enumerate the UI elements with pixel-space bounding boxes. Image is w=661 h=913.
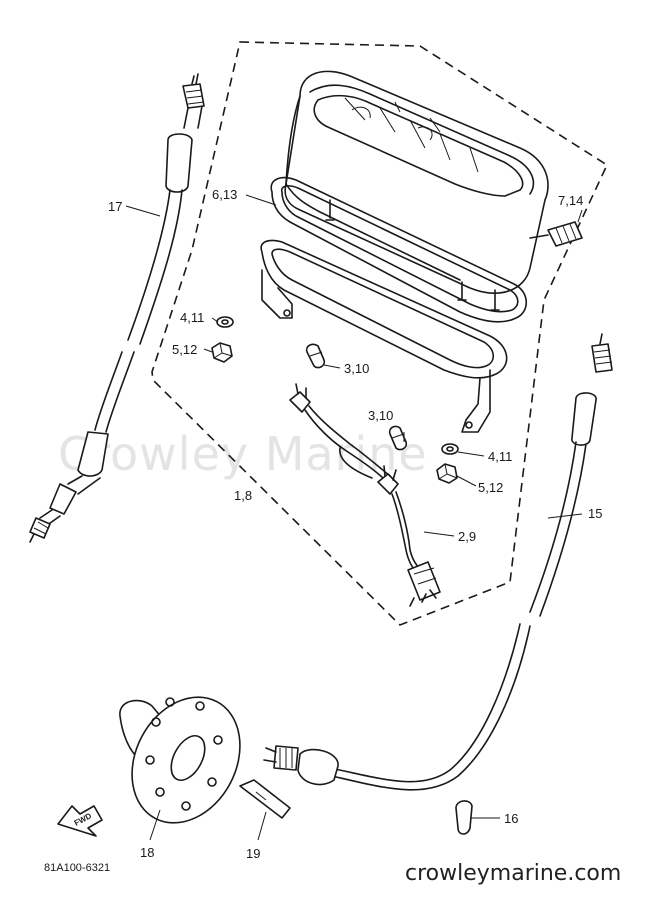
wiring-harness — [289, 383, 441, 607]
callout-7-14: 7,14 — [558, 193, 583, 208]
gasket-ring — [270, 176, 528, 323]
callout-4-11-right: 4,11 — [488, 449, 512, 464]
cable-15 — [263, 333, 613, 791]
callout-3-10-mid: 3,10 — [368, 408, 393, 423]
clip-16 — [455, 800, 473, 835]
leader-lines — [125, 194, 583, 841]
callout-16: 16 — [504, 811, 518, 826]
callout-3-10-top: 3,10 — [344, 361, 369, 376]
nut-right — [436, 463, 458, 484]
bulb-top — [305, 343, 326, 369]
washer-right — [441, 443, 459, 455]
callout-6-13: 6,13 — [212, 187, 237, 202]
speedometer-housing — [284, 70, 583, 311]
diagram-code: 81A100-6321 — [44, 862, 110, 874]
drive-gear-18 — [119, 696, 241, 824]
cable-17 — [29, 73, 205, 543]
callout-5-12-right: 5,12 — [478, 480, 503, 495]
assembly-boundary — [151, 41, 609, 626]
callout-17: 17 — [108, 199, 122, 214]
forward-arrow: FWD — [57, 805, 103, 837]
callout-4-11-left: 4,11 — [180, 310, 204, 325]
callout-5-12-left: 5,12 — [172, 342, 197, 357]
callout-19: 19 — [246, 846, 260, 861]
callout-1-8: 1,8 — [234, 488, 252, 503]
watermark: Crowley Marine — [58, 427, 428, 481]
callout-18: 18 — [140, 845, 154, 860]
nut-left — [211, 342, 233, 363]
meter-bracket — [260, 239, 508, 433]
washer-left — [216, 316, 234, 328]
callout-2-9: 2,9 — [458, 529, 476, 544]
trip-knob — [547, 221, 583, 247]
callout-15: 15 — [588, 506, 602, 521]
site-footer: crowleymarine.com — [405, 861, 621, 886]
drive-pinion-19 — [239, 779, 291, 819]
bulb-mid — [388, 425, 408, 451]
